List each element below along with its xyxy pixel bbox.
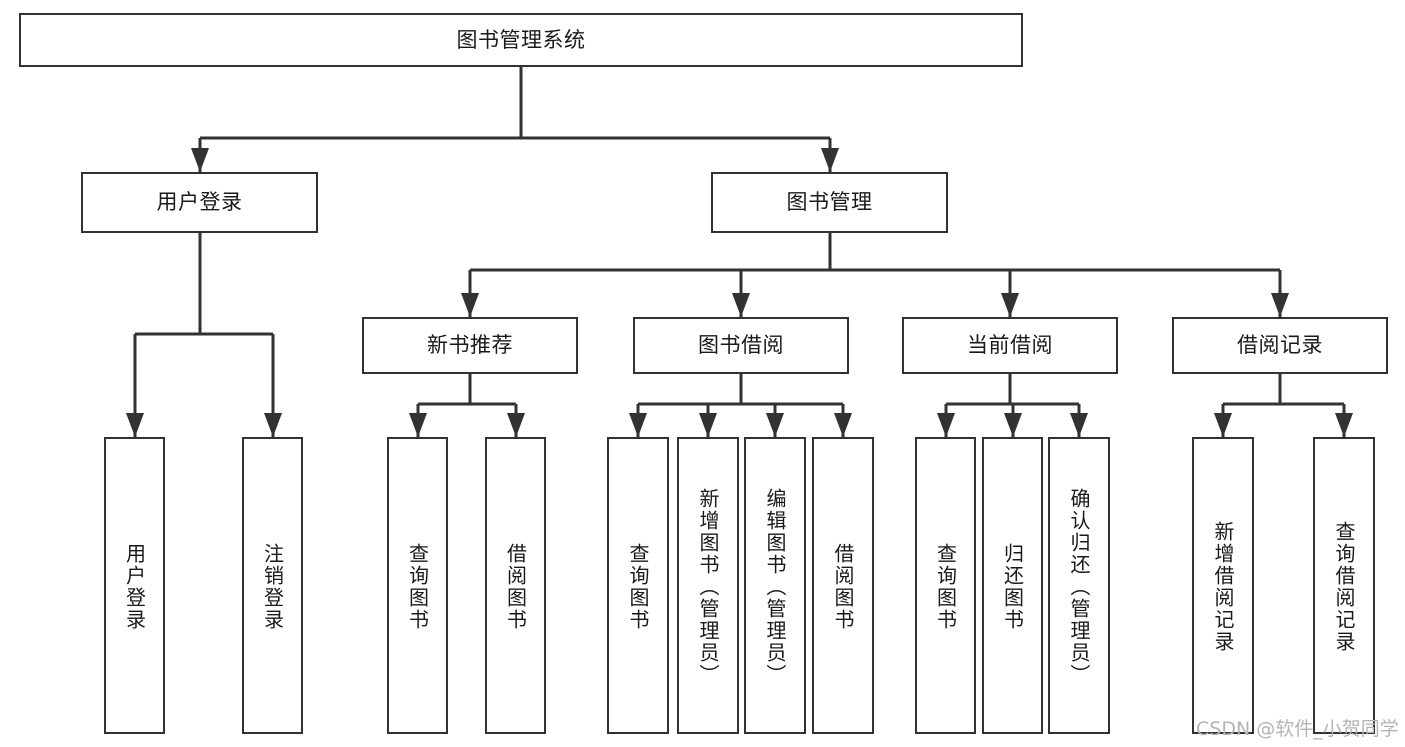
node-leaf-return-book[interactable]: 归还图书 xyxy=(982,437,1043,734)
node-label: 确认归还（管理员） xyxy=(1067,487,1091,686)
arrow-head-borrow-record xyxy=(1271,293,1289,317)
arrow-head-leaf-confirm-return xyxy=(1070,413,1088,437)
arrow-head-leaf-borrow-book-1 xyxy=(507,413,525,437)
arrow-head-current-borrow xyxy=(1001,293,1019,317)
node-leaf-query-book-3[interactable]: 查询图书 xyxy=(915,437,976,734)
node-leaf-edit-book[interactable]: 编辑图书（管理员） xyxy=(744,437,806,734)
arrow-head-leaf-add-book xyxy=(699,413,717,437)
node-label: 借阅图书 xyxy=(503,542,528,631)
node-label: 借阅图书 xyxy=(831,542,855,631)
node-leaf-logout[interactable]: 注销登录 xyxy=(242,437,303,734)
node-label: 查询图书 xyxy=(933,542,958,631)
node-leaf-query-book-2[interactable]: 查询图书 xyxy=(607,437,669,734)
node-leaf-borrow-book-2[interactable]: 借阅图书 xyxy=(812,437,874,734)
node-leaf-add-record[interactable]: 新增借阅记录 xyxy=(1192,437,1254,734)
node-leaf-query-book-1[interactable]: 查询图书 xyxy=(387,437,448,734)
node-label: 图书借阅 xyxy=(698,333,784,358)
arrow-head-leaf-query-book-3 xyxy=(937,413,955,437)
arrow-head-leaf-add-record xyxy=(1214,413,1232,437)
arrow-head-book-manage xyxy=(821,148,839,172)
node-label: 图书管理 xyxy=(786,190,873,215)
node-leaf-user-login[interactable]: 用户登录 xyxy=(104,437,165,734)
node-book-manage[interactable]: 图书管理 xyxy=(711,172,948,233)
arrow-head-book-borrow xyxy=(732,293,750,317)
arrow-head-leaf-borrow-book-2 xyxy=(834,413,852,437)
node-leaf-borrow-book-1[interactable]: 借阅图书 xyxy=(485,437,546,734)
node-label: 用户登录 xyxy=(122,542,147,631)
node-label: 新增借阅记录 xyxy=(1211,520,1235,653)
node-label: 归还图书 xyxy=(1000,542,1025,631)
node-label: 图书管理系统 xyxy=(456,27,586,52)
arrow-head-leaf-edit-book xyxy=(766,413,784,437)
node-root[interactable]: 图书管理系统 xyxy=(19,13,1023,67)
arrow-head-leaf-query-book-2 xyxy=(629,413,647,437)
node-label: 用户登录 xyxy=(156,190,243,215)
node-new-book-rec[interactable]: 新书推荐 xyxy=(362,317,578,374)
node-label: 新增图书（管理员） xyxy=(696,487,720,686)
node-label: 查询图书 xyxy=(405,542,430,631)
arrow-head-leaf-query-book-1 xyxy=(409,413,427,437)
node-leaf-query-record[interactable]: 查询借阅记录 xyxy=(1313,437,1375,734)
node-label: 查询借阅记录 xyxy=(1332,520,1356,653)
arrow-head-leaf-query-record xyxy=(1335,413,1353,437)
node-label: 借阅记录 xyxy=(1237,333,1323,358)
arrow-head-leaf-user-login xyxy=(126,413,144,437)
node-borrow-record[interactable]: 借阅记录 xyxy=(1172,317,1388,374)
node-label: 注销登录 xyxy=(260,542,285,631)
node-leaf-confirm-return[interactable]: 确认归还（管理员） xyxy=(1048,437,1110,734)
arrow-head-leaf-logout xyxy=(264,413,282,437)
arrow-head-leaf-return-book xyxy=(1004,413,1022,437)
node-label: 新书推荐 xyxy=(427,333,513,358)
watermark-label: CSDN @软件_小贺同学 xyxy=(1196,718,1399,740)
node-label: 编辑图书（管理员） xyxy=(763,487,787,686)
node-label: 查询图书 xyxy=(626,542,650,631)
arrow-head-user-login xyxy=(191,148,209,172)
node-user-login[interactable]: 用户登录 xyxy=(81,172,318,233)
node-current-borrow[interactable]: 当前借阅 xyxy=(902,317,1118,374)
arrow-head-new-book-rec xyxy=(461,293,479,317)
node-leaf-add-book[interactable]: 新增图书（管理员） xyxy=(677,437,739,734)
node-book-borrow[interactable]: 图书借阅 xyxy=(633,317,849,374)
node-label: 当前借阅 xyxy=(967,333,1053,358)
